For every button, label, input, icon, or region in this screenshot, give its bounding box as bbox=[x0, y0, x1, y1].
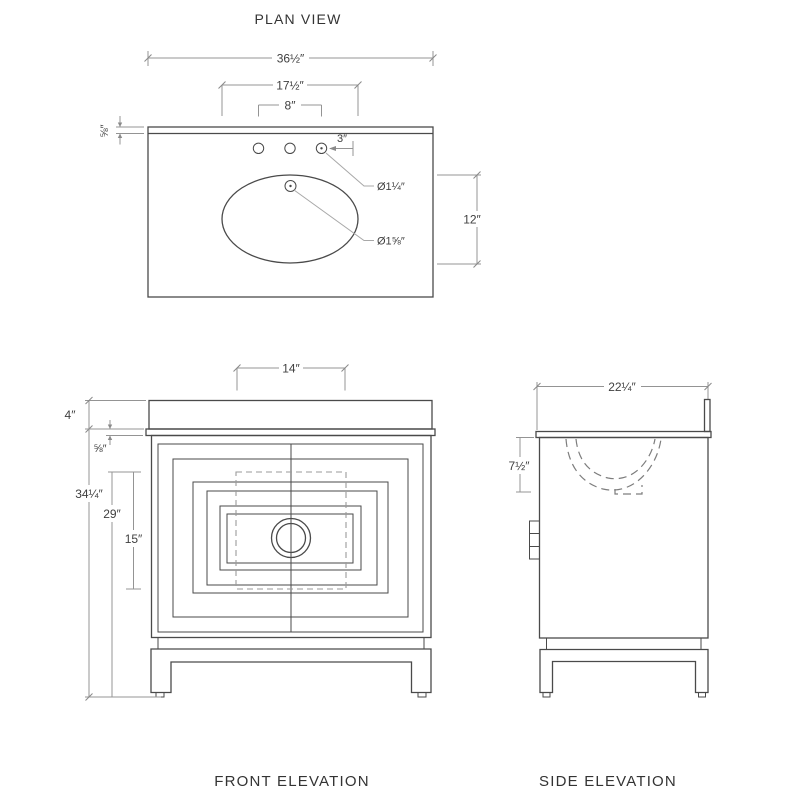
plan-dim-splash-thickness-label: ⅝″ bbox=[99, 124, 111, 137]
front-dim-sink-cutout-width-label: 14″ bbox=[282, 362, 300, 376]
plan-view-title: PLAN VIEW bbox=[254, 11, 341, 27]
plan-dim-faucet-spacing-label: 8″ bbox=[285, 99, 297, 113]
plan-leader-faucet-hole: Ø1¼″ bbox=[325, 152, 405, 193]
side-elevation: SIDE ELEVATION 22¼″ bbox=[505, 378, 712, 790]
front-dim-cabinet-height-label: 29″ bbox=[103, 507, 121, 521]
plan-label-drain-hole-dia: Ø1⅝″ bbox=[377, 236, 405, 248]
plan-dim-splash-thickness: ⅝″ bbox=[99, 116, 144, 145]
plan-countertop-outline bbox=[147, 126, 434, 298]
front-hidden-sink-outline bbox=[235, 471, 347, 590]
front-dim-overall-height-label: 34¼″ bbox=[75, 487, 103, 501]
plan-sink-bowl bbox=[221, 174, 359, 264]
plan-dim-hole-offset: 3″ bbox=[329, 133, 354, 156]
plan-dim-overall-width-label: 36½″ bbox=[277, 52, 305, 66]
side-dim-bowl-depth-label: 7½″ bbox=[509, 459, 531, 473]
plan-dim-sink-width: 17½″ bbox=[218, 77, 362, 116]
plan-leader-drain-hole: Ø1⅝″ bbox=[293, 189, 405, 248]
side-front-foot bbox=[542, 692, 551, 698]
plan-label-faucet-hole-dia: Ø1¼″ bbox=[377, 181, 405, 193]
front-dim-counter-thickness: ⅝″ bbox=[85, 420, 144, 455]
front-dim-sink-cutout-width: 14″ bbox=[233, 360, 349, 391]
side-countertop bbox=[535, 430, 712, 439]
plan-dim-faucet-spacing: 8″ bbox=[258, 97, 322, 117]
plan-dim-sink-front-to-back-label: 12″ bbox=[463, 213, 481, 227]
front-dim-overall-height: 34¼″ bbox=[71, 429, 161, 701]
side-backsplash-profile bbox=[703, 398, 711, 433]
front-countertop bbox=[145, 428, 436, 437]
front-ring-handle bbox=[270, 517, 312, 559]
front-dim-door-panel-height-label: 15″ bbox=[125, 532, 143, 546]
front-door-panels bbox=[157, 443, 424, 633]
side-dim-overall-depth-label: 22¼″ bbox=[608, 380, 636, 394]
side-hidden-sink-bowl bbox=[565, 438, 662, 495]
front-dim-counter-thickness-label: ⅝″ bbox=[93, 443, 106, 455]
side-back-foot bbox=[698, 692, 706, 698]
front-dim-cabinet-height: 29″ bbox=[99, 471, 141, 697]
front-backsplash bbox=[148, 399, 433, 430]
plan-dim-overall-width: 36½″ bbox=[144, 49, 437, 66]
side-cabinet-body bbox=[538, 436, 709, 639]
front-right-foot bbox=[417, 692, 427, 698]
plan-view: PLAN VIEW 36½″ bbox=[99, 11, 484, 298]
front-elevation-title: FRONT ELEVATION bbox=[214, 773, 370, 790]
plan-faucet-holes bbox=[252, 142, 328, 155]
front-cabinet-body bbox=[150, 434, 432, 639]
front-elevation: FRONT ELEVATION 14″ bbox=[65, 360, 436, 790]
front-dim-door-panel-height: 15″ bbox=[121, 472, 146, 590]
front-left-foot bbox=[155, 692, 165, 698]
side-dim-bowl-depth: 7½″ bbox=[505, 437, 534, 493]
side-dim-overall-depth: 22¼″ bbox=[533, 378, 712, 430]
side-base-legs bbox=[539, 638, 709, 698]
front-base-legs bbox=[150, 637, 432, 698]
side-ring-handle-profile bbox=[529, 520, 540, 560]
front-dim-splash-height-label: 4″ bbox=[65, 408, 77, 422]
plan-dim-hole-offset-label: 3″ bbox=[337, 133, 347, 145]
plan-dim-sink-front-to-back: 12″ bbox=[437, 171, 484, 268]
side-elevation-title: SIDE ELEVATION bbox=[539, 773, 677, 790]
plan-dim-sink-width-label: 17½″ bbox=[276, 79, 304, 93]
front-dim-splash-height: 4″ bbox=[65, 396, 146, 433]
